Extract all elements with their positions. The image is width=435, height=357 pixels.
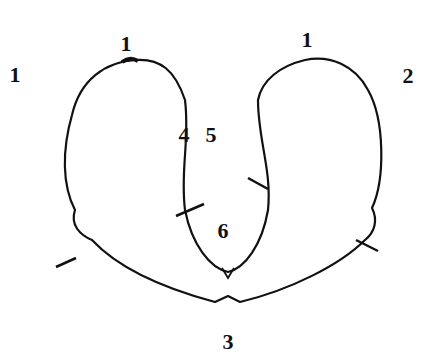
callout-number: 5 xyxy=(206,124,217,146)
leader-line xyxy=(248,178,268,189)
callout-number: 1 xyxy=(121,33,132,55)
callout-number: 1 xyxy=(10,64,21,86)
leader-line xyxy=(356,240,378,251)
callout-number: 6 xyxy=(218,220,229,242)
midline-notch xyxy=(222,268,234,278)
callout-number: 4 xyxy=(179,124,190,146)
callout-number: 1 xyxy=(302,29,313,51)
leader-line xyxy=(56,258,76,267)
leader-line xyxy=(176,204,204,216)
callout-number: 3 xyxy=(223,331,234,353)
top-marker xyxy=(122,59,138,62)
callout-number: 2 xyxy=(403,65,414,87)
organ-outline xyxy=(65,59,381,302)
